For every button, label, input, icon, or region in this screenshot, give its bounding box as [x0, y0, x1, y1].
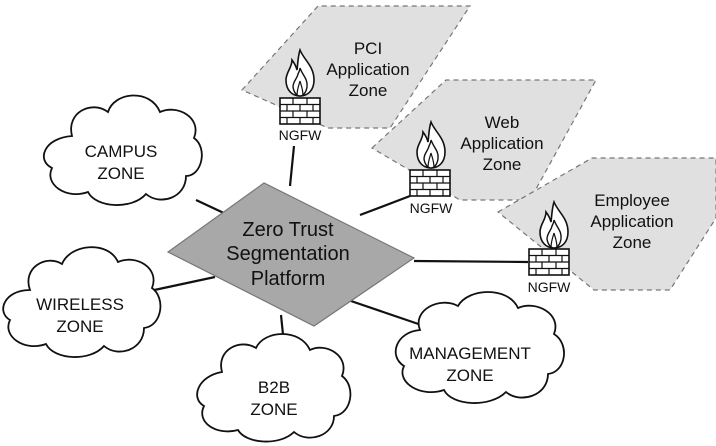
platform-label-line-2: Segmentation [226, 243, 349, 265]
pci-zone-label-line-3: Zone [349, 81, 388, 100]
pci-zone-label-line-2: Application [326, 60, 409, 79]
wireless-zone-label-line-2: ZONE [56, 317, 103, 336]
management-zone-label-line-1: MANAGEMENT [409, 344, 531, 363]
firewall-icon [279, 97, 321, 125]
web-zone-label-line-3: Zone [483, 155, 522, 174]
employee-zone-slab [496, 157, 716, 291]
b2b-zone-label-line-2: ZONE [250, 400, 297, 419]
link-web-firewall [359, 194, 411, 217]
web-zone-label-line-2: Application [460, 134, 543, 153]
employee-firewall: NGFW [528, 201, 572, 295]
campus-zone-label-line-2: ZONE [97, 164, 144, 183]
platform-label-line-1: Zero Trust [242, 219, 334, 241]
platform-label-line-3: Platform [251, 268, 325, 290]
link-wireless [144, 275, 216, 294]
pci-zone-label: PCI Application Zone [326, 39, 409, 100]
campus-zone-cloud: CAMPUS ZONE [42, 94, 203, 206]
link-pci-firewall [288, 145, 296, 187]
pci-zone-label-line-1: PCI [354, 39, 382, 58]
b2b-zone-cloud: B2B ZONE [196, 333, 352, 443]
wireless-zone-cloud: WIRELESS ZONE [2, 246, 162, 358]
link-employee-firewall [413, 259, 529, 264]
web-ngfw-label: NGFW [410, 200, 454, 216]
pci-firewall: NGFW [279, 49, 323, 143]
employee-zone-label-line-3: Zone [613, 233, 652, 252]
web-zone-label-line-1: Web [485, 113, 520, 132]
management-zone-cloud: MANAGEMENT ZONE [394, 291, 565, 404]
wireless-zone-label-line-1: WIRELESS [36, 295, 124, 314]
employee-zone-label: Employee Application Zone [590, 191, 673, 252]
pci-ngfw-label: NGFW [279, 127, 323, 143]
firewall-icon [409, 169, 451, 197]
zero-trust-platform: Zero Trust Segmentation Platform [166, 182, 416, 327]
employee-ngfw-label: NGFW [528, 279, 572, 295]
employee-zone-label-line-1: Employee [594, 191, 670, 210]
campus-zone-label-line-1: CAMPUS [85, 142, 158, 161]
web-firewall: NGFW [409, 121, 454, 216]
employee-zone-label-line-2: Application [590, 212, 673, 231]
firewall-icon [528, 248, 570, 276]
management-zone-label-line-2: ZONE [446, 366, 493, 385]
b2b-zone-label-line-1: B2B [258, 378, 290, 397]
web-zone-label: Web Application Zone [460, 113, 543, 174]
